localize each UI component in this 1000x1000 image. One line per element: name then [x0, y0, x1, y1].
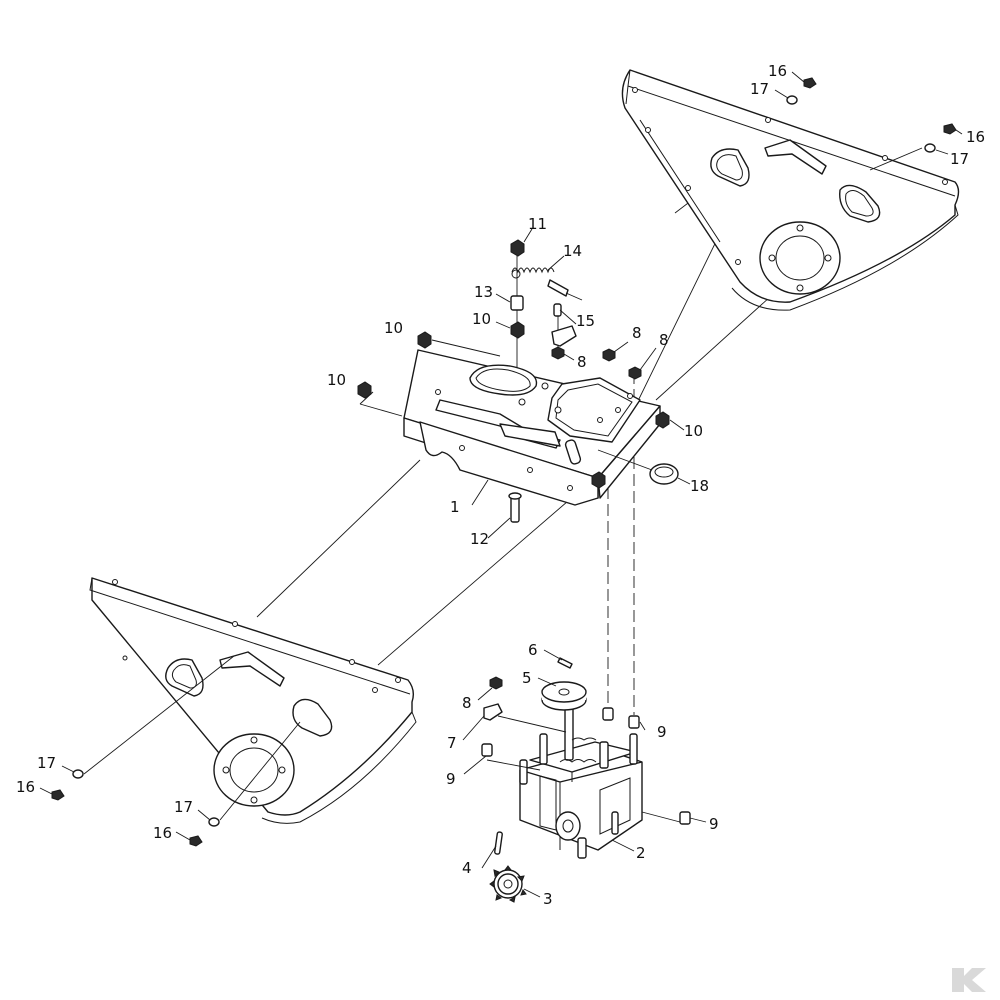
callout-5: 5: [522, 669, 532, 687]
callout-8-plate-left: 8: [632, 324, 642, 342]
callout-leaders: [39, 71, 963, 898]
callout-7: 7: [447, 734, 457, 752]
callout-17-bottom: 17: [174, 798, 193, 816]
callout-3: 3: [543, 890, 553, 908]
callout-17-top: 17: [750, 80, 769, 98]
callout-11: 11: [528, 215, 547, 233]
callout-1: 1: [450, 498, 460, 516]
callout-2: 2: [636, 844, 646, 862]
callout-8-gearbox: 8: [462, 694, 472, 712]
callout-16-top: 16: [768, 62, 787, 80]
callout-9-lower-right: 9: [709, 815, 719, 833]
callout-8-plate-right: 8: [659, 331, 669, 349]
callout-4: 4: [462, 859, 472, 877]
callout-18: 18: [690, 477, 709, 495]
brand-k-logo-icon: [952, 968, 986, 992]
callout-16-left: 16: [16, 778, 35, 796]
callout-9-right: 9: [657, 723, 667, 741]
callout-14: 14: [563, 242, 582, 260]
gearbox-assembly: [519, 696, 643, 859]
upper-hardware: [51, 77, 957, 847]
callout-15: 15: [576, 312, 595, 330]
callout-10-top: 10: [384, 319, 403, 337]
side-plate-right: [621, 69, 960, 311]
callout-12: 12: [470, 530, 489, 548]
callout-17-right: 17: [950, 150, 969, 168]
chassis-plate: [403, 349, 661, 506]
callout-8-bracket: 8: [577, 353, 587, 371]
callout-10-left: 10: [327, 371, 346, 389]
callout-16-right: 16: [966, 128, 985, 146]
callout-10-spring: 10: [472, 310, 491, 328]
callout-13: 13: [474, 283, 493, 301]
callout-10-right: 10: [684, 422, 703, 440]
callout-16-bottom: 16: [153, 824, 172, 842]
side-plate-left: [89, 577, 417, 824]
callout-6: 6: [528, 641, 538, 659]
drive-hardware: [481, 657, 691, 903]
grommet-part: [597, 449, 679, 485]
callout-9-left: 9: [446, 770, 456, 788]
callout-labels: 1 2 3 4 5 6 7 8 8 8 8 9 9 9 10 10 10 10 …: [16, 62, 985, 908]
callout-17-left: 17: [37, 754, 56, 772]
